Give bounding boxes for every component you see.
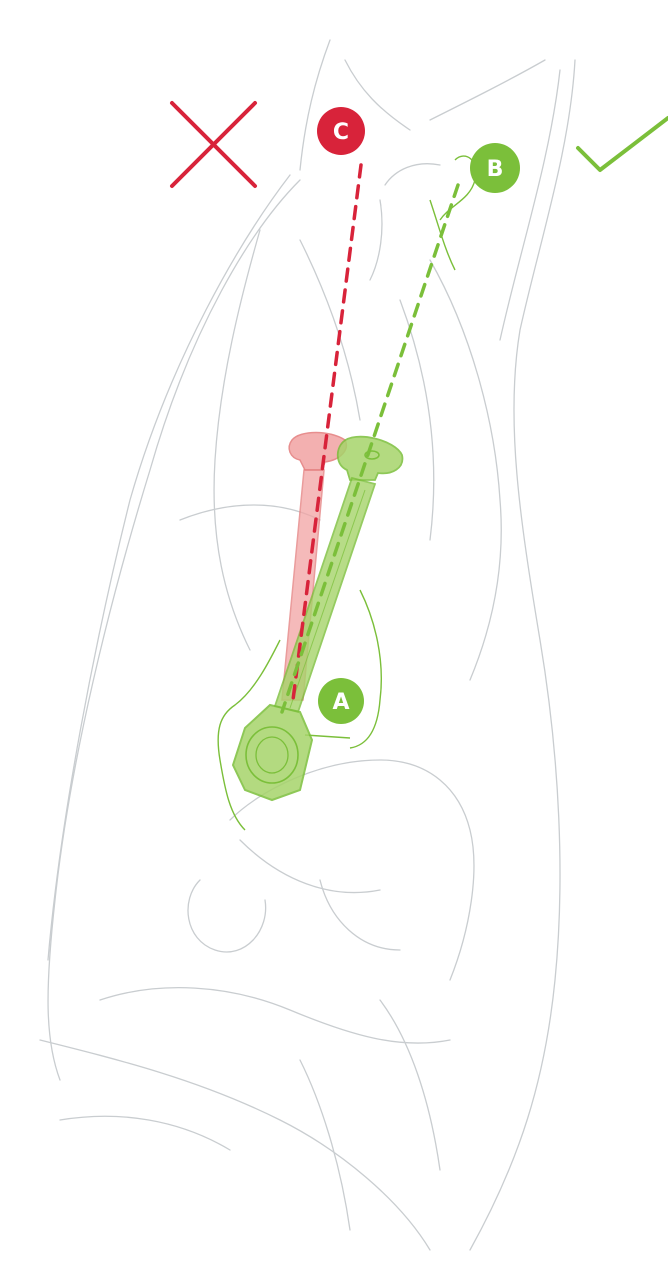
badge-a: A bbox=[318, 678, 364, 724]
badge-b: B bbox=[470, 143, 520, 193]
implant-nut bbox=[233, 705, 312, 800]
cross-icon bbox=[172, 103, 255, 186]
check-icon bbox=[578, 118, 668, 170]
badge-c: C bbox=[317, 107, 365, 155]
badge-a-label: A bbox=[332, 690, 349, 715]
badge-c-label: C bbox=[333, 120, 349, 145]
badge-b-label: B bbox=[487, 157, 504, 182]
